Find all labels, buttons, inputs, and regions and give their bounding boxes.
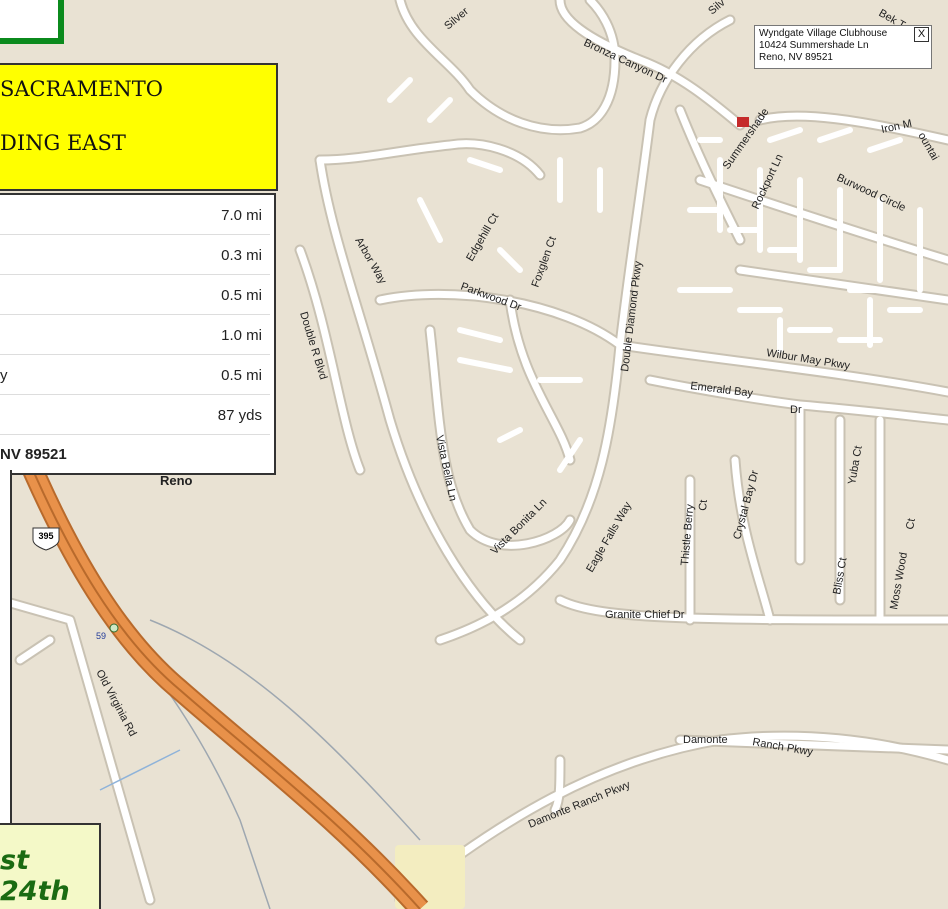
green-frame-box xyxy=(0,0,64,44)
direction-step-name: y xyxy=(0,367,8,384)
banner-line-2: DING EAST xyxy=(0,131,126,155)
highway-shield-label: 395 xyxy=(38,531,53,541)
location-popup: Wyndgate Village Clubhouse 10424 Summers… xyxy=(754,25,932,69)
destination-text: NV 89521 xyxy=(0,446,67,463)
direction-row[interactable]: 7.0 mi xyxy=(0,195,270,235)
direction-distance: 87 yds xyxy=(217,407,262,424)
direction-distance: 0.5 mi xyxy=(221,367,262,384)
street-label-granite: Granite Chief Dr xyxy=(605,609,685,621)
street-label-thistle: Thistle Berry xyxy=(679,503,696,566)
popup-address: 10424 Summershade Ln xyxy=(759,40,869,51)
banner-line-1: SACRAMENTO xyxy=(0,77,164,101)
direction-row[interactable]: y 0.5 mi xyxy=(0,355,270,395)
direction-distance: 0.5 mi xyxy=(221,287,262,304)
exit-marker-icon xyxy=(109,623,119,633)
street-label-emerald-dr: Dr xyxy=(790,404,802,416)
street-label-ct1: Ct xyxy=(697,499,710,511)
exit-number: 59 xyxy=(96,631,106,641)
direction-distance: 1.0 mi xyxy=(221,327,262,344)
bottom-caption-box: st 24th xyxy=(0,823,101,909)
direction-row[interactable]: 0.3 mi xyxy=(0,235,270,275)
direction-row[interactable]: 87 yds xyxy=(0,395,270,435)
left-panel-edge xyxy=(0,470,12,823)
destination-marker-icon[interactable] xyxy=(737,117,749,127)
direction-row[interactable]: 1.0 mi xyxy=(0,315,270,355)
highway-shield-icon: 395 xyxy=(32,527,60,551)
direction-banner: SACRAMENTO DING EAST xyxy=(0,63,278,191)
directions-table: 7.0 mi 0.3 mi 0.5 mi 1.0 mi y 0.5 mi 87 … xyxy=(0,193,276,475)
street-label-damonte2: Damonte xyxy=(683,734,728,746)
city-label: Reno xyxy=(160,473,193,488)
popup-title: Wyndgate Village Clubhouse xyxy=(759,28,888,39)
street-label-ct2: Ct xyxy=(904,518,918,531)
direction-distance: 0.3 mi xyxy=(221,247,262,264)
direction-row[interactable]: 0.5 mi xyxy=(0,275,270,315)
bottom-caption-text: st 24th xyxy=(0,845,70,907)
direction-distance: 7.0 mi xyxy=(221,207,262,224)
close-icon[interactable]: X xyxy=(914,27,929,42)
popup-city: Reno, NV 89521 xyxy=(759,52,833,63)
